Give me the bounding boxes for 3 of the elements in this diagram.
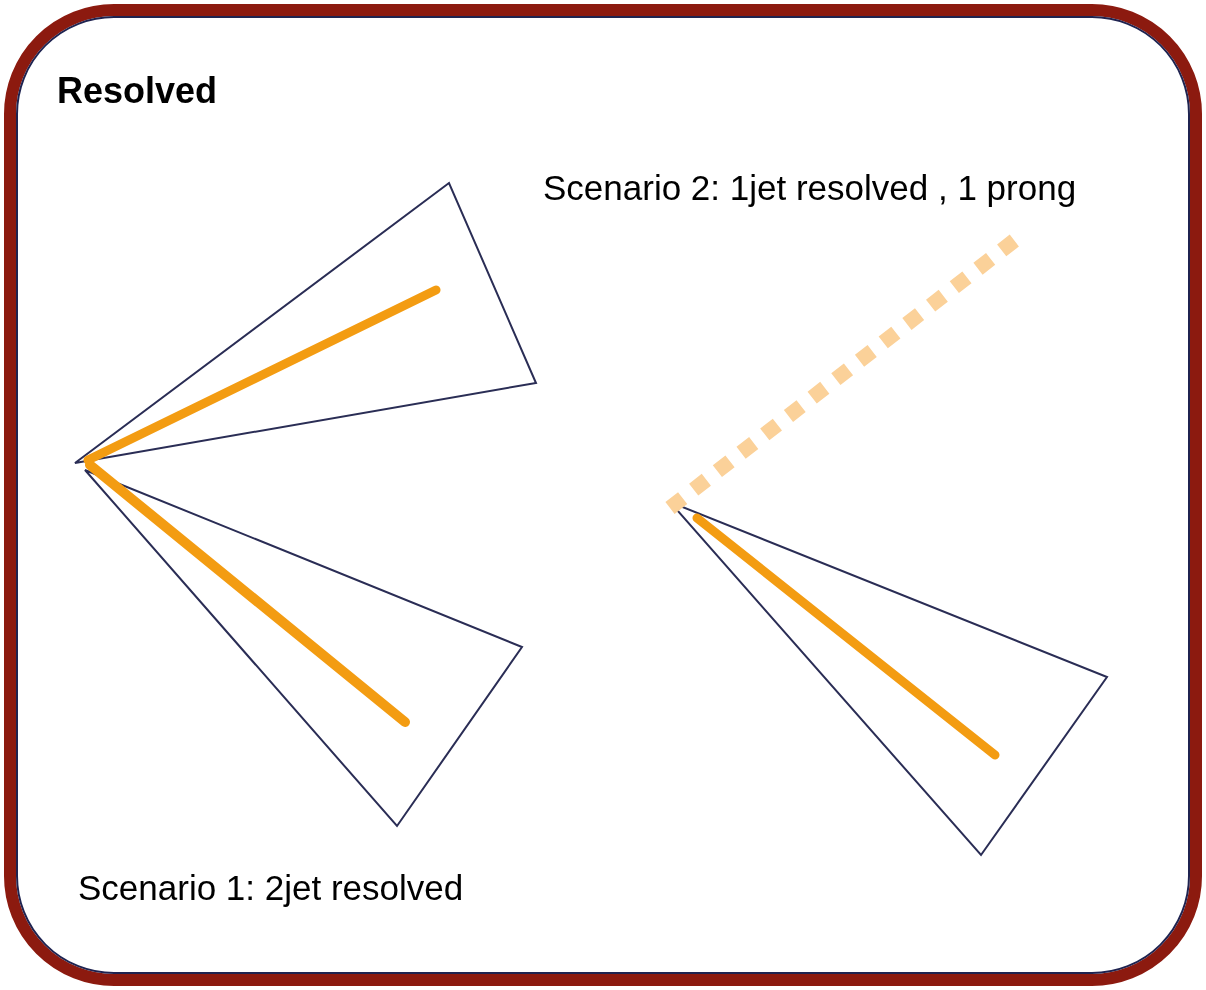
scenario-label: Scenario 1: 2jet resolved bbox=[78, 867, 464, 909]
scenario-label: Scenario 2: 1jet resolved , 1 prong bbox=[543, 167, 1077, 209]
heading: Resolved bbox=[57, 69, 218, 113]
